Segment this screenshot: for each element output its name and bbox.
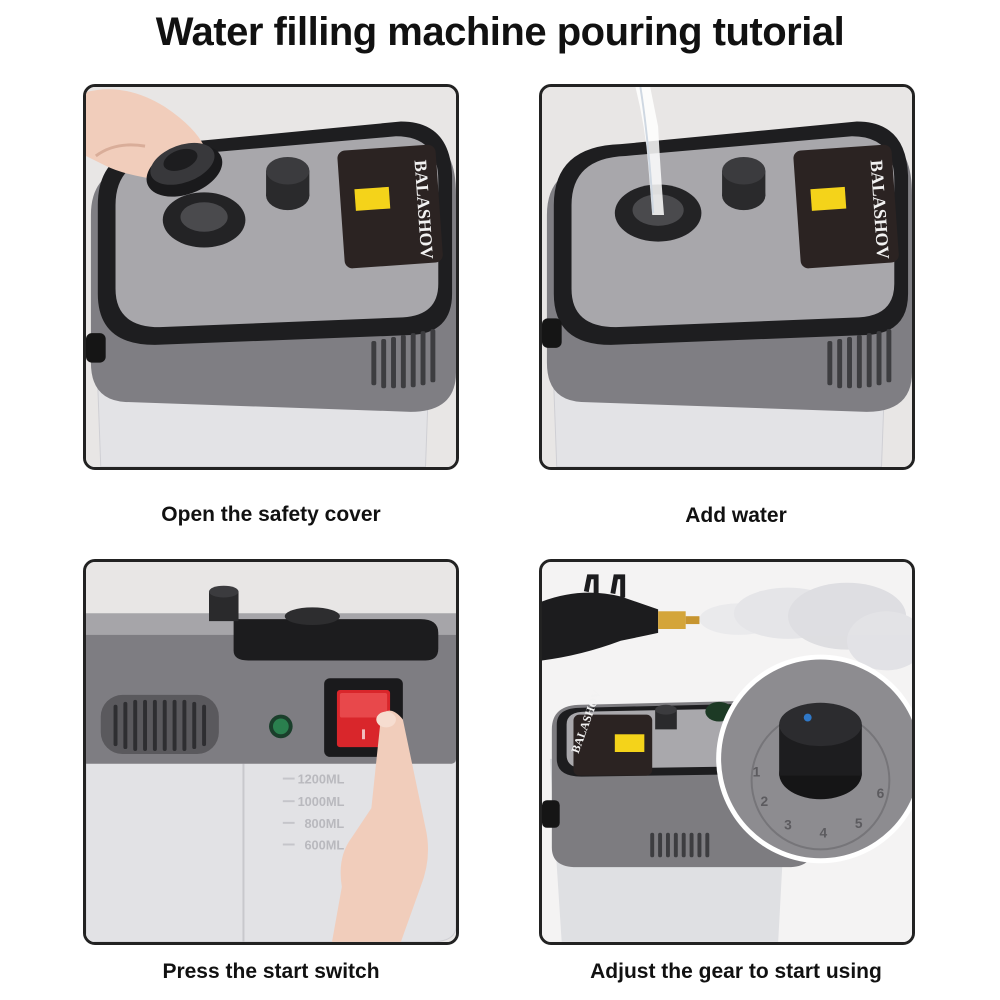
vent-grille	[827, 329, 892, 389]
dial-number-2: 2	[760, 794, 768, 809]
step-2-caption: Add water	[685, 504, 787, 527]
warning-sticker	[354, 186, 391, 211]
gear-knob	[655, 709, 677, 730]
water-stream	[635, 87, 665, 216]
brand-label: BALASHOV	[568, 688, 653, 776]
dial-number-3: 3	[784, 818, 792, 833]
tank-scale: 1200ML 1000ML 800ML 600ML	[298, 771, 345, 852]
step-4-caption: Adjust the gear to start using	[590, 960, 882, 983]
knob-indicator-dot	[803, 713, 812, 722]
vent-grille	[650, 832, 710, 858]
steamer-open-cover-illustration: BALASHOV	[86, 87, 456, 467]
dial-number-1: 1	[753, 765, 761, 780]
tank-mark-800: 800ML	[304, 816, 344, 831]
step-3-caption: Press the start switch	[162, 960, 380, 983]
vent-grille	[371, 329, 436, 389]
hose-connector	[542, 318, 562, 348]
warning-sticker	[810, 186, 847, 211]
dial-number-4: 4	[820, 826, 828, 841]
steamer-start-switch-illustration: 1200ML 1000ML 800ML 600ML	[86, 562, 456, 942]
tank-mark-1200: 1200ML	[298, 771, 345, 786]
hose-connector	[86, 333, 106, 363]
dial-number-6: 6	[877, 786, 885, 801]
steamer-adjust-gear-illustration: BALASHOV 1 2 3 4 5 6	[542, 562, 912, 942]
page-title: Water filling machine pouring tutorial	[155, 10, 845, 54]
pressing-finger	[332, 710, 429, 942]
step-4-image: BALASHOV 1 2 3 4 5 6	[539, 559, 915, 945]
vent-grille	[100, 694, 219, 754]
brand-label: BALASHOV	[337, 144, 443, 269]
step-1-caption: Open the safety cover	[161, 503, 381, 526]
step-1-image: BALASHOV	[83, 84, 459, 470]
tank-mark-600: 600ML	[304, 837, 344, 852]
tank-mark-1000: 1000ML	[298, 794, 345, 809]
steam-gun	[542, 592, 659, 661]
safety-cap	[146, 142, 223, 197]
brand-label: BALASHOV	[793, 144, 899, 269]
steamer-add-water-illustration: BALASHOV	[542, 87, 912, 467]
brass-nozzle	[658, 611, 686, 629]
hose-connector	[542, 800, 560, 828]
power-indicator-light	[272, 718, 289, 735]
step-3-image: 1200ML 1000ML 800ML 600ML	[83, 559, 459, 945]
safety-cap	[284, 607, 340, 626]
steam-cloud	[699, 582, 912, 671]
handle-rim	[233, 619, 439, 661]
step-2-image: BALASHOV	[539, 84, 915, 470]
gear-dial-zoom: 1 2 3 4 5 6	[716, 654, 912, 864]
dial-number-5: 5	[855, 816, 863, 831]
